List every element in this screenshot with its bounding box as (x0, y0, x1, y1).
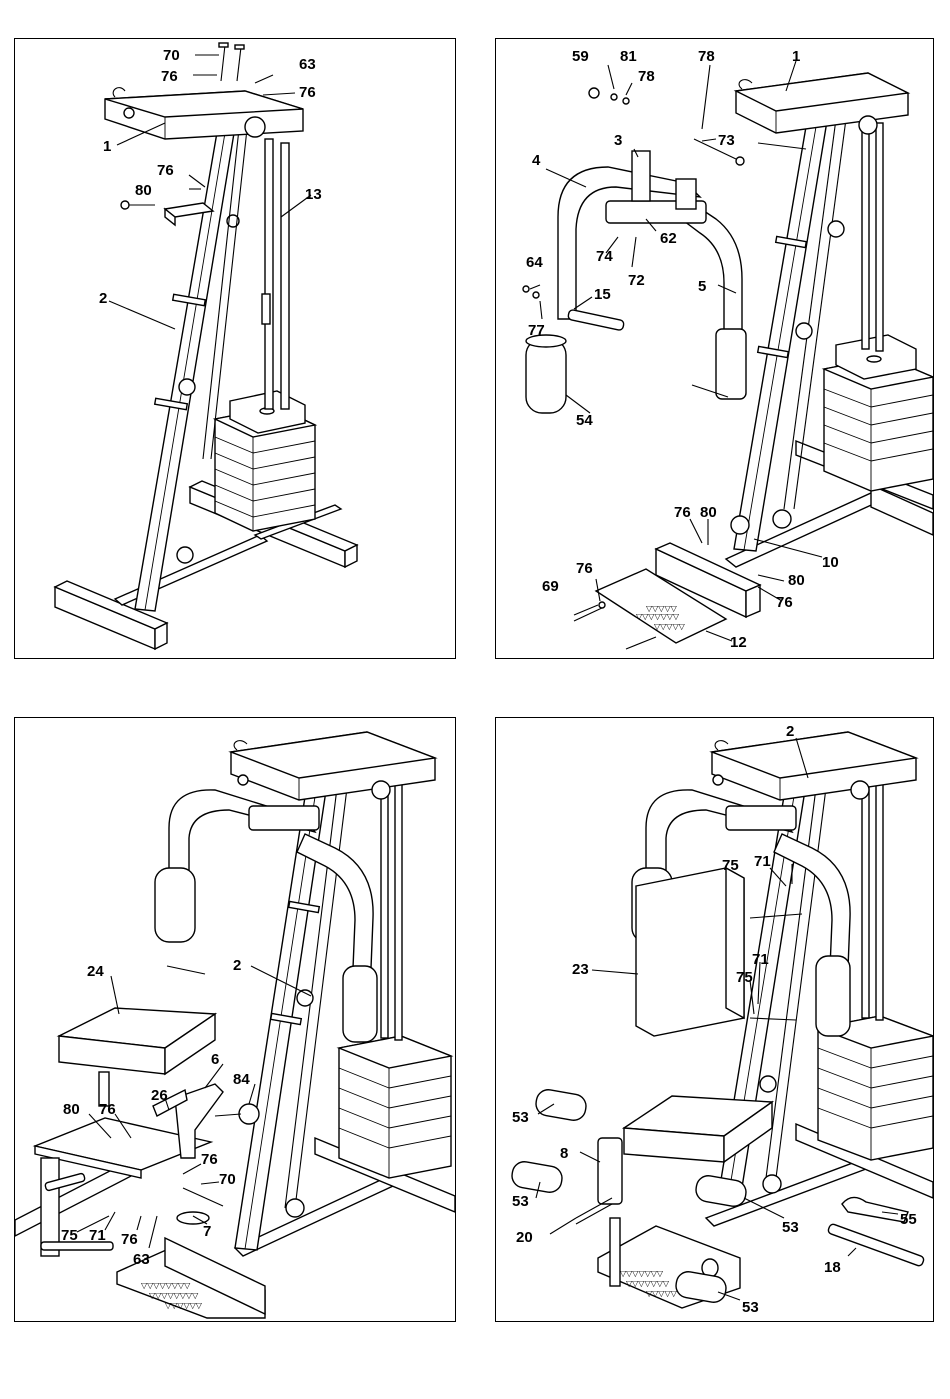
label-55: 55 (900, 1211, 917, 1228)
weight-stack (339, 1036, 451, 1178)
label-78: 78 (638, 68, 655, 85)
guide-rods (262, 139, 289, 409)
svg-text:▽▽▽▽▽▽▽: ▽▽▽▽▽▽▽ (620, 1269, 664, 1278)
label-76-b: 76 (201, 1151, 218, 1168)
label-71-b: 71 (752, 951, 769, 968)
assembly-step-2-diagram: ▽▽▽▽▽ ▽▽▽▽▽▽▽ ▽▽▽▽▽ (496, 39, 933, 658)
label-53: 53 (512, 1109, 529, 1126)
label-53-b: 53 (512, 1193, 529, 1210)
label-64: 64 (526, 254, 543, 271)
label-54: 54 (576, 412, 593, 429)
label-24: 24 (87, 963, 104, 980)
label-72: 72 (628, 272, 645, 289)
svg-text:▽▽▽▽▽: ▽▽▽▽▽ (646, 1289, 678, 1298)
label-76: 76 (161, 68, 178, 85)
label-73: 73 (718, 132, 735, 149)
label-59: 59 (572, 48, 589, 65)
label-7: 7 (203, 1223, 211, 1240)
label-74: 74 (596, 248, 613, 265)
label-70: 70 (163, 47, 180, 64)
label-76-b: 76 (576, 560, 593, 577)
label-53-c: 53 (782, 1219, 799, 1236)
svg-text:▽▽▽▽▽▽▽▽: ▽▽▽▽▽▽▽▽ (141, 1281, 191, 1290)
assembly-step-1-diagram: 70 76 63 76 1 76 80 13 2 (15, 39, 455, 658)
weight-stack (818, 1016, 933, 1160)
label-81: 81 (620, 48, 637, 65)
arm-bracket (121, 201, 213, 225)
svg-text:▽▽▽▽▽▽: ▽▽▽▽▽▽ (165, 1301, 203, 1310)
label-76-c: 76 (776, 594, 793, 611)
label-8: 8 (560, 1145, 568, 1162)
label-78-b: 78 (698, 48, 715, 65)
label-84: 84 (233, 1071, 250, 1088)
top-boom (712, 732, 916, 800)
label-80-b: 80 (788, 572, 805, 589)
top-boom (231, 732, 435, 800)
assembly-step-4-panel: ▽▽▽▽▽▽▽ ▽▽▽▽▽▽▽ ▽▽▽▽▽ (495, 717, 934, 1322)
label-75: 75 (61, 1227, 78, 1244)
assembly-step-3-panel: ▽▽▽▽▽▽▽▽ ▽▽▽▽▽▽▽▽ ▽▽▽▽▽▽ (14, 717, 456, 1322)
label-70: 70 (219, 1171, 236, 1188)
seat-pad (624, 1096, 772, 1162)
upright-frame (731, 115, 846, 551)
label-62: 62 (660, 230, 677, 247)
label-6: 6 (211, 1051, 219, 1068)
guide-rods (862, 119, 883, 351)
label-15: 15 (594, 286, 611, 303)
svg-text:▽▽▽▽▽▽▽: ▽▽▽▽▽▽▽ (636, 612, 680, 621)
label-13: 13 (305, 186, 322, 203)
label-76: 76 (99, 1101, 116, 1118)
label-63: 63 (299, 56, 316, 73)
label-75: 75 (722, 857, 739, 874)
label-20: 20 (516, 1229, 533, 1246)
label-77: 77 (528, 322, 545, 339)
press-arm (155, 790, 377, 1042)
guide-rods (381, 768, 402, 1040)
label-4: 4 (532, 152, 541, 169)
assembly-step-3-diagram: ▽▽▽▽▽▽▽▽ ▽▽▽▽▽▽▽▽ ▽▽▽▽▽▽ (15, 718, 455, 1321)
label-18: 18 (824, 1259, 841, 1276)
guide-rods (862, 768, 883, 1020)
svg-text:▽▽▽▽▽▽▽: ▽▽▽▽▽▽▽ (626, 1279, 670, 1288)
assembly-step-2-panel: ▽▽▽▽▽ ▽▽▽▽▽▽▽ ▽▽▽▽▽ (495, 38, 934, 659)
label-1: 1 (792, 48, 800, 65)
label-76-c: 76 (121, 1231, 138, 1248)
label-2: 2 (99, 290, 107, 307)
label-71: 71 (754, 853, 771, 870)
label-10: 10 (822, 554, 839, 571)
label-3: 3 (614, 132, 622, 149)
label-69: 69 (542, 578, 559, 595)
label-80: 80 (135, 182, 152, 199)
label-5: 5 (698, 278, 706, 295)
top-bolts (219, 43, 244, 81)
label-76: 76 (674, 504, 691, 521)
label-76-c: 76 (157, 162, 174, 179)
label-80: 80 (700, 504, 717, 521)
label-12: 12 (730, 634, 747, 651)
label-71: 71 (89, 1227, 106, 1244)
label-2: 2 (233, 957, 241, 974)
assembly-step-1-panel: 70 76 63 76 1 76 80 13 2 (14, 38, 456, 659)
label-80: 80 (63, 1101, 80, 1118)
seat-pad (59, 1008, 215, 1106)
svg-text:▽▽▽▽▽: ▽▽▽▽▽ (654, 622, 686, 631)
weight-stack (824, 335, 933, 491)
label-2: 2 (786, 723, 794, 740)
label-63: 63 (133, 1251, 150, 1268)
weight-stack (215, 391, 315, 531)
label-53-d: 53 (742, 1299, 759, 1316)
svg-text:▽▽▽▽▽▽▽▽: ▽▽▽▽▽▽▽▽ (149, 1291, 199, 1300)
label-75-b: 75 (736, 969, 753, 986)
label-26: 26 (151, 1087, 168, 1104)
roller-pad (526, 335, 566, 413)
press-arm (558, 151, 746, 399)
assembly-step-4-diagram: ▽▽▽▽▽▽▽ ▽▽▽▽▽▽▽ ▽▽▽▽▽ (496, 718, 933, 1321)
label-1: 1 (103, 138, 111, 155)
label-23: 23 (572, 961, 589, 978)
top-boom (105, 88, 303, 139)
handle-bar (827, 1197, 924, 1266)
label-76-b: 76 (299, 84, 316, 101)
